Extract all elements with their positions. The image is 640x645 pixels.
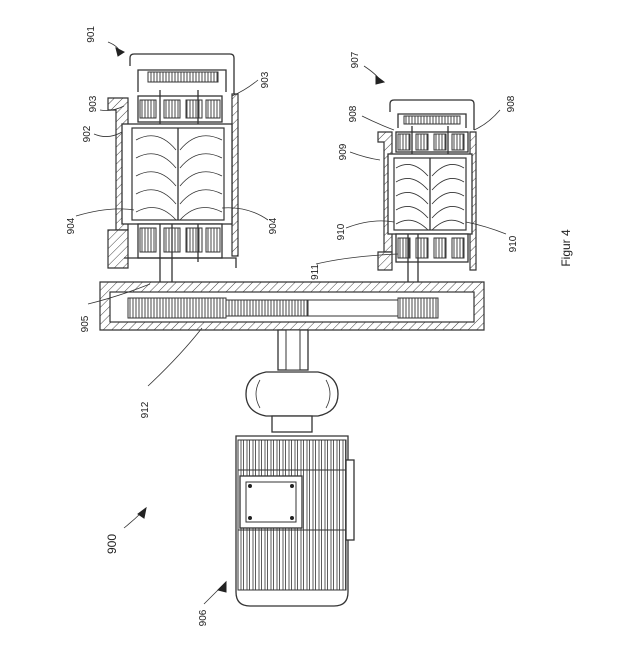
label-904-left: 904 [66,217,77,234]
motor-906 [236,436,354,606]
gearbox-912 [100,282,484,330]
label-911: 911 [310,264,321,280]
label-909: 909 [338,143,349,160]
label-907: 907 [350,51,361,68]
label-904-right: 904 [268,217,279,234]
label-903-left: 903 [88,95,99,112]
label-910-right: 910 [508,235,519,252]
label-900: 900 [105,534,119,554]
label-903-right: 903 [260,71,271,88]
label-908-right: 908 [506,95,517,112]
label-902: 902 [82,125,93,142]
label-910-left: 910 [336,223,347,240]
label-912: 912 [140,401,151,418]
compressor-901 [108,54,238,290]
label-908-left: 908 [348,105,359,122]
label-906: 906 [198,609,209,626]
label-901: 901 [86,26,97,43]
figure-title: Figur 4 [559,229,573,267]
drive-shaft [246,330,338,432]
label-905: 905 [80,315,91,332]
screw-rotors-904 [132,128,224,220]
screw-rotors-910 [394,158,466,230]
